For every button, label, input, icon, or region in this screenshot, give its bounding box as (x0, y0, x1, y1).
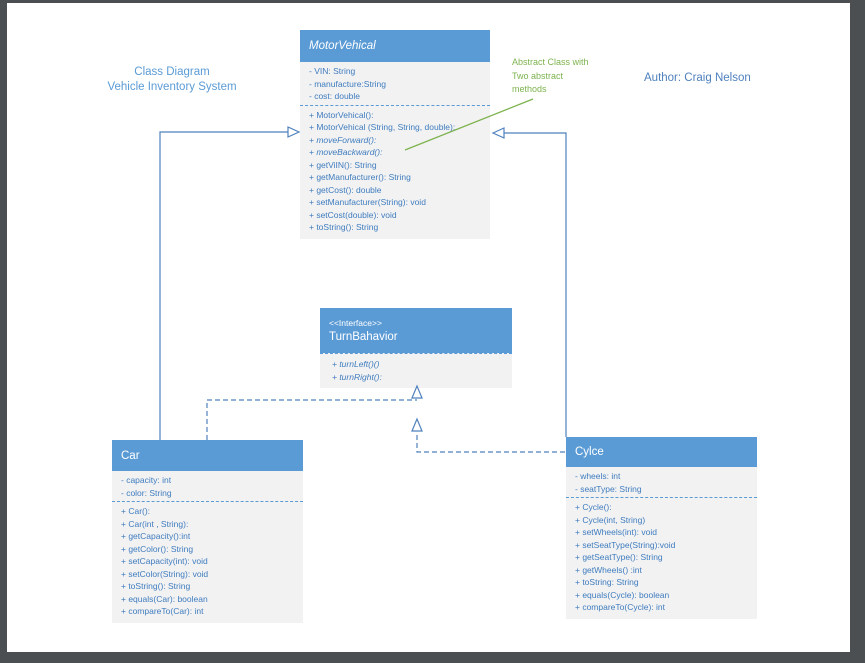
class-header-motorvehical: MotorVehical (300, 30, 490, 62)
method: + Car(int , String): (121, 518, 189, 529)
class-box-car: Car - capacity: int - color: String + Ca… (112, 440, 303, 623)
class-body-motorvehical: - VIN: String - manufacture:String - cos… (300, 62, 490, 239)
method: + MotorVehical (String, String, double): (309, 122, 456, 132)
interface-stereotype: <<Interface>> (329, 318, 382, 328)
method: + getViIN(): String (309, 159, 377, 170)
method: + Car(): (121, 506, 151, 516)
methods-compartment: + MotorVehical(): + MotorVehical (String… (300, 106, 490, 239)
author-label: Author: Craig Nelson (644, 72, 751, 84)
method: + getManufacturer(): String (309, 172, 411, 182)
method: + setCost(double): void (309, 209, 397, 220)
attribute: - color: String (121, 487, 172, 498)
methods-compartment: + Car(): + Car(int , String): + getCapac… (112, 502, 303, 623)
method: + setWheels(int): void (575, 527, 657, 537)
diagram-title-line1: Class Diagram (134, 66, 210, 78)
interface-header-turnbahavior: <<Interface>> TurnBahavior (320, 308, 512, 353)
method: + setColor(String): void (121, 568, 209, 579)
method: + getWheels() :int (575, 564, 642, 575)
attribute: - manufacture:String (309, 78, 387, 89)
class-header-car: Car (112, 440, 303, 471)
method: + getColor(): String (121, 543, 194, 554)
attributes-compartment: - capacity: int - color: String (112, 471, 303, 502)
methods-compartment: + Cycle(): + Cycle(int, String) + setWhe… (566, 498, 757, 619)
attribute: - cost: double (309, 91, 361, 101)
method: + Cycle(): (575, 502, 612, 512)
methods-compartment: + turnLeft()() + turnRight(): (320, 353, 512, 388)
method: + getSeatType(): String (575, 552, 663, 562)
class-body-cylce: - wheels: int - seatType: String + Cycle… (566, 467, 757, 619)
interface-box-turnbahavior: <<Interface>> TurnBahavior + turnLeft()(… (320, 308, 512, 388)
method: + setCapacity(int): void (121, 556, 208, 566)
attributes-compartment: - VIN: String - manufacture:String - cos… (300, 62, 490, 106)
class-name-car: Car (121, 449, 140, 462)
method: + MotorVehical(): (309, 109, 374, 120)
method-abstract: + turnRight(): (332, 371, 382, 382)
class-header-cylce: Cylce (566, 437, 757, 467)
class-box-cylce: Cylce - wheels: int - seatType: String +… (566, 437, 757, 619)
method-abstract: + turnLeft()() (332, 359, 380, 369)
attribute: - VIN: String (309, 66, 356, 76)
attribute: - capacity: int (121, 475, 172, 485)
method: + setManufacturer(String): void (309, 197, 426, 207)
method: + getCapacity():int (121, 531, 191, 541)
diagram-title: Class Diagram Vehicle Inventory System (67, 65, 277, 95)
method: + compareTo(Cycle): int (575, 602, 665, 612)
method: + toString: String (575, 577, 639, 587)
method: + getCost(): double (309, 184, 382, 195)
method: + toString(): String (309, 222, 379, 232)
diagram-title-line2: Vehicle Inventory System (107, 81, 237, 93)
attributes-compartment: - wheels: int - seatType: String (566, 467, 757, 498)
method: + setSeatType(String):void (575, 539, 676, 550)
class-name-cylce: Cylce (575, 446, 604, 458)
class-body-car: - capacity: int - color: String + Car():… (112, 471, 303, 623)
method: + equals(Car): boolean (121, 593, 208, 604)
interface-name-turnbahavior: TurnBahavior (329, 331, 398, 343)
method: + toString(): String (121, 581, 191, 591)
method-abstract: + moveForward(): (309, 134, 377, 145)
method: + compareTo(Car): int (121, 606, 204, 616)
class-box-motorvehical: MotorVehical - VIN: String - manufacture… (300, 30, 490, 239)
abstract-class-annotation: Abstract Class with Two abstract methods (512, 57, 589, 94)
interface-body-turnbahavior: + turnLeft()() + turnRight(): (320, 353, 512, 388)
attribute: - seatType: String (575, 483, 642, 494)
attribute: - wheels: int (575, 471, 621, 481)
method-abstract: + moveBackward(): (309, 147, 383, 157)
method: + Cycle(int, String) (575, 514, 646, 525)
method: + equals(Cycle): boolean (575, 589, 670, 600)
class-name-motorvehical: MotorVehical (309, 40, 376, 52)
